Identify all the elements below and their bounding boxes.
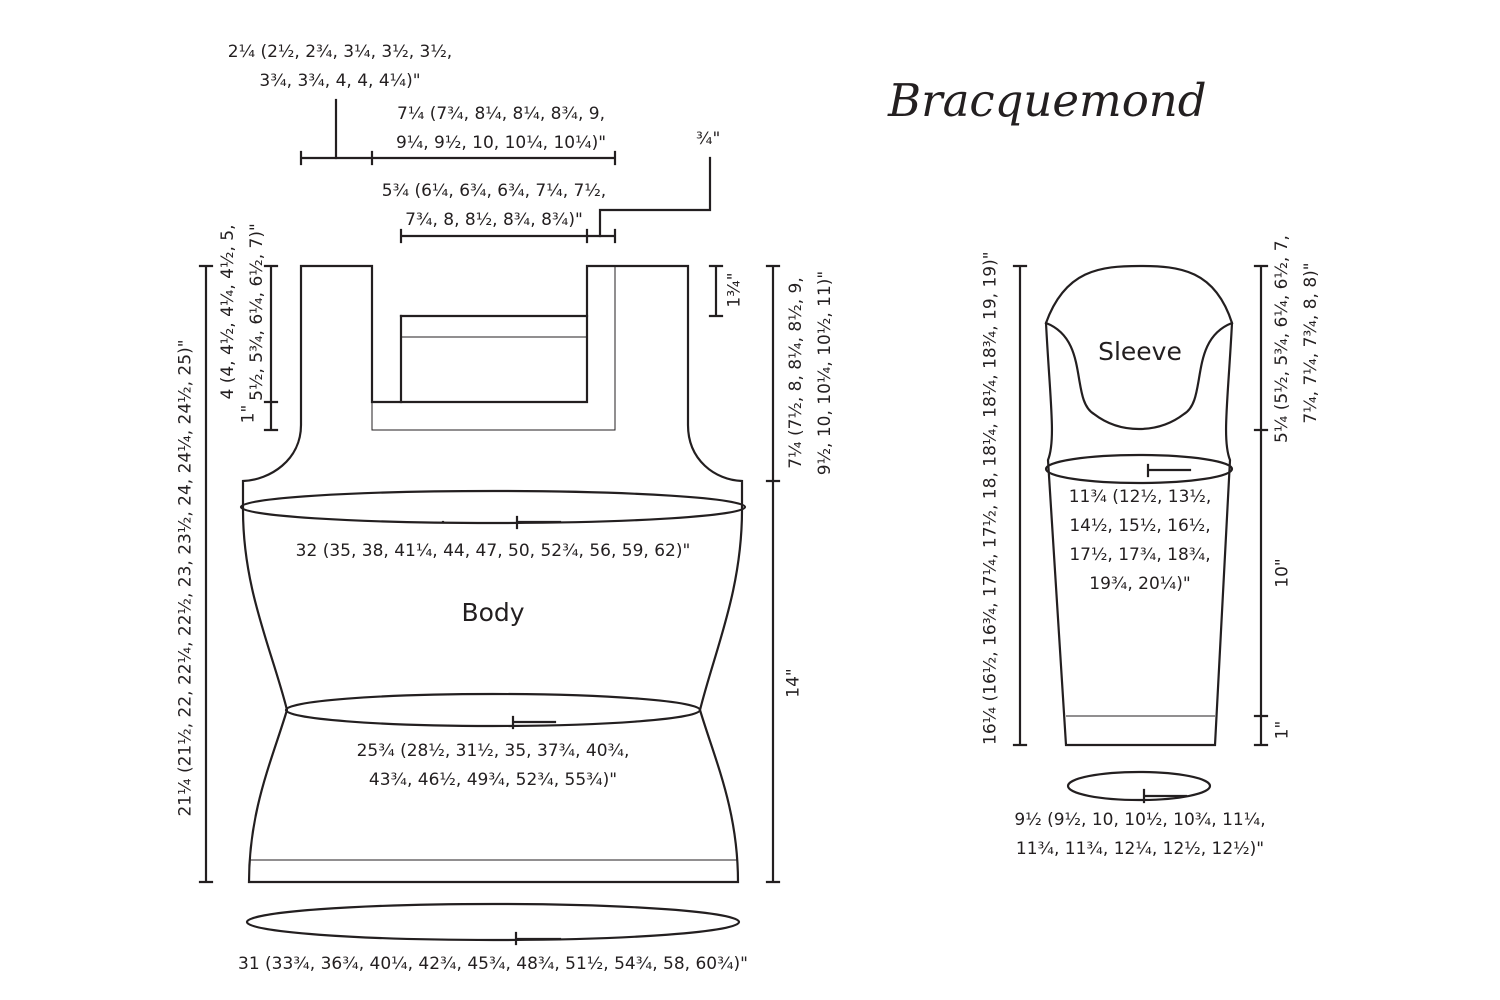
upper-arm-label: 11¾ (12½, 13½, 14½, 15½, 16½, 17½, 17¾, … (1054, 483, 1226, 599)
neck-band-outline (371, 266, 616, 431)
armhole-depth-line: 7¼ (7½, 8, 8¼, 8½, 9, (786, 277, 806, 469)
upper-arm-pointer (1146, 463, 1192, 478)
band-leader (598, 156, 712, 238)
front-neck-label-line: 5¾ (6¼, 6¾, 6¾, 7¼, 7½, (381, 181, 607, 201)
sleeve-length-label: 16¼ (16½, 16¾, 17¼, 17½, 18, 18¼, 18¼, 1… (980, 251, 1001, 745)
upper-arm-line: 19¾, 20¼)" (1089, 574, 1191, 594)
sleeve-label: Sleeve (1098, 337, 1182, 366)
upper-arm-line: 17½, 17¾, 18¾, (1069, 545, 1211, 565)
cuff-length-label: 1" (1272, 720, 1293, 740)
cap-height-line: 7¼, 7¼, 7¾, 8, 8)" (1301, 262, 1321, 424)
front-neck-label-line: 7¾, 8, 8½, 8¾, 8¾)" (405, 210, 583, 230)
front-neck-label: 5¾ (6¼, 6¾, 6¾, 7¼, 7½, 7¾, 8, 8½, 8¾, 8… (378, 177, 610, 235)
hip-label: 31 (33¾, 36¾, 40¼, 42¾, 45¾, 48¾, 51½, 5… (238, 954, 748, 974)
pattern-title: Bracquemond (888, 74, 1207, 127)
sleeve-cap-curve (1044, 321, 1234, 430)
front-neck-depth-line: 4 (4, 4½, 4¼, 4½, 5, (218, 224, 238, 400)
upper-arm-ellipse (1044, 453, 1234, 485)
upper-arm-line: 11¾ (12½, 13½, (1068, 487, 1212, 507)
bust-ellipse (239, 489, 747, 525)
upper-arm-line: 14½, 15½, 16½, (1069, 516, 1211, 536)
bust-label: 32 (35, 38, 41¼, 44, 47, 50, 52¾, 56, 59… (295, 541, 691, 561)
back-neck-depth-dimension (708, 264, 724, 318)
total-length-label: 21¼ (21½, 22, 22¼, 22½, 23, 23½, 24, 24¼… (175, 339, 196, 817)
body-label: Body (461, 598, 525, 627)
sleeve-length-dimension (1012, 264, 1028, 747)
cuff-label-line: 11¾, 11¾, 12¼, 12½, 12½)" (1015, 839, 1265, 859)
armhole-depth-line: 9½, 10, 10¼, 10½, 11)" (815, 270, 835, 476)
armhole-side-dimension (765, 264, 781, 884)
side-length-label: 14" (783, 668, 804, 698)
body-outline (241, 264, 744, 884)
bust-pointer (515, 515, 562, 530)
shoulder-label-line: 3¾, 3¾, 4, 4, 4¼)" (259, 71, 421, 91)
cap-height-label: 5¼ (5½, 5¾, 6¼, 6½, 7, 7¼, 7¼, 7¾, 8, 8)… (1268, 235, 1326, 443)
shoulder-label: 2¼ (2½, 2¾, 3¼, 3½, 3½, 3¾, 3¾, 4, 4, 4¼… (220, 38, 460, 96)
front-neck-depth-label: 4 (4, 4½, 4¼, 4½, 5, 5½, 5¾, 6¼, 6½, 7)" (214, 202, 272, 422)
front-neck-depth-dimension (263, 264, 279, 432)
waist-label-line: 25¾ (28½, 31½, 35, 37¾, 40¾, (356, 741, 630, 761)
cuff-label: 9½ (9½, 10, 10½, 10¾, 11¼, 11¾, 11¾, 12¼… (1000, 806, 1280, 864)
sleeve-mid-length-label: 10" (1272, 558, 1293, 588)
waist-label: 25¾ (28½, 31½, 35, 37¾, 40¾, 43¾, 46½, 4… (340, 737, 646, 795)
shoulder-label-line: 2¼ (2½, 2¾, 3¼, 3½, 3½, (227, 42, 453, 62)
cuff-label-line: 9½ (9½, 10, 10½, 10¾, 11¼, (1014, 810, 1266, 830)
neck-band-label: 1" (238, 404, 259, 424)
hip-ellipse (245, 902, 741, 942)
armhole-depth-label: 7¼ (7½, 8, 8¼, 8½, 9, 9½, 10, 10¼, 10½, … (782, 258, 840, 488)
waist-pointer (511, 715, 557, 730)
cap-height-line: 5¼ (5½, 5¾, 6¼, 6½, 7, (1272, 235, 1292, 443)
front-neck-depth-line: 5½, 5¾, 6¼, 6½, 7)" (247, 223, 267, 401)
back-neck-label: 7¼ (7¾, 8¼, 8¼, 8¾, 9, 9¼, 9½, 10, 10¼, … (385, 100, 617, 158)
back-neck-label-line: 9¼, 9½, 10, 10¼, 10¼)" (395, 133, 607, 153)
front-neck-dimension (399, 228, 617, 244)
back-neck-depth-label: 1¾" (724, 272, 745, 308)
hip-pointer (514, 931, 562, 946)
total-length-dimension (198, 264, 214, 884)
sleeve-outline (1044, 264, 1234, 747)
sleeve-right-dimension (1253, 264, 1269, 747)
cuff-ellipse (1066, 770, 1212, 802)
waist-ellipse (284, 692, 702, 728)
waist-label-line: 43¾, 46½, 49¾, 52¾, 55¾)" (368, 770, 618, 790)
back-neck-label-line: 7¼ (7¾, 8¼, 8¼, 8¾, 9, (397, 104, 605, 124)
band-width-label: ¾" (696, 129, 721, 149)
cuff-pointer (1142, 788, 1188, 804)
